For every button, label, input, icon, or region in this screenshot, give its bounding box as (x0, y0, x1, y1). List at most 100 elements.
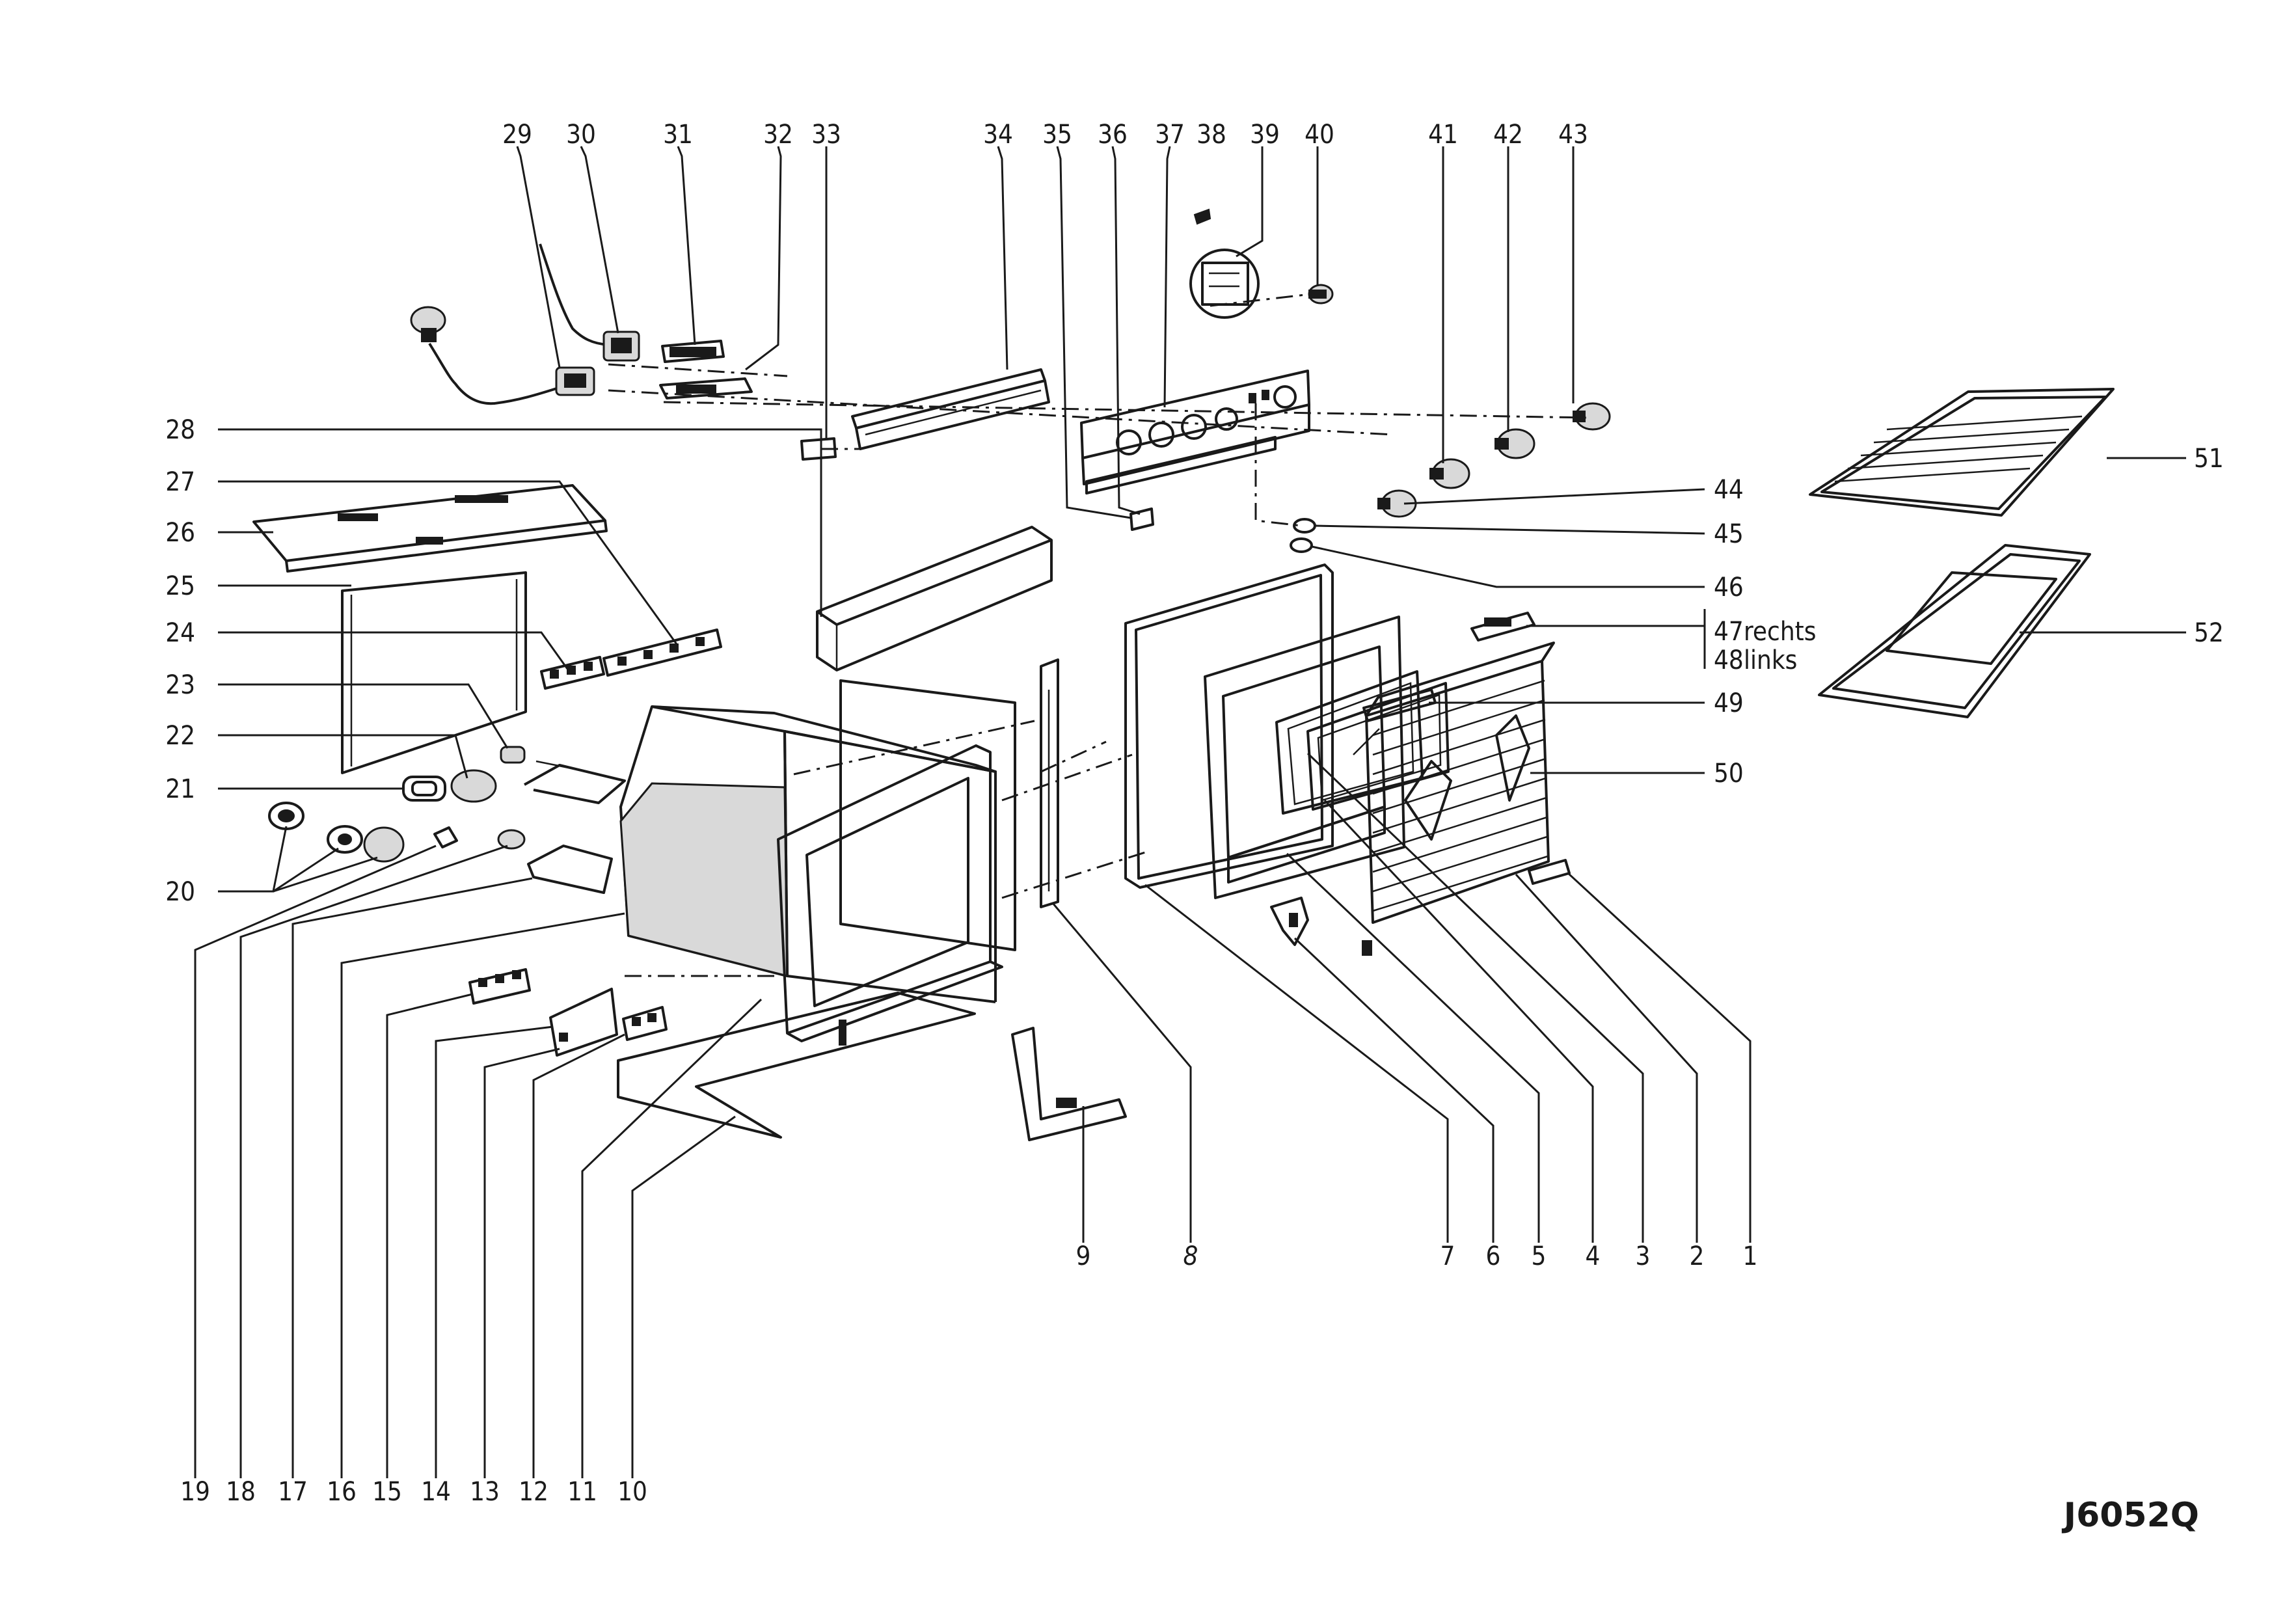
top-plate-26-drawing (252, 484, 608, 573)
label-part-5: 5 (1532, 1241, 1547, 1271)
part-number-labels: 29 30 31 32 33 34 35 36 37 38 39 40 41 4… (165, 120, 2224, 1507)
label-part-13: 13 (470, 1477, 500, 1507)
label-part-47: 47 (1714, 617, 1744, 647)
label-part-39: 39 (1250, 120, 1280, 150)
clip-19-drawing (433, 826, 458, 848)
lamp-cover-22-drawing (450, 769, 497, 803)
label-variant-rechts: rechts (1744, 617, 1817, 647)
label-part-46: 46 (1714, 573, 1744, 602)
label-part-38: 38 (1197, 120, 1226, 150)
bottom-plate-10-drawing (617, 992, 976, 1139)
label-part-37: 37 (1155, 120, 1185, 150)
label-part-27: 27 (165, 467, 195, 497)
label-part-6: 6 (1486, 1241, 1501, 1271)
knob-42-drawing (1494, 428, 1535, 459)
cable-clamp-30-drawing (602, 331, 640, 362)
label-part-4: 4 (1586, 1241, 1601, 1271)
oven-front-frame-drawing (777, 744, 1003, 1042)
label-part-33: 33 (811, 120, 841, 150)
label-part-15: 15 (372, 1477, 402, 1507)
hinge-bracket-47-48-drawing (1470, 612, 1535, 642)
timer-39-drawing (1189, 249, 1260, 319)
label-part-3: 3 (1636, 1241, 1651, 1271)
side-rail-8-drawing (1040, 658, 1059, 908)
cover-28-drawing (816, 526, 1053, 671)
lamp-46-drawing (1290, 537, 1313, 553)
label-part-9: 9 (1076, 1241, 1091, 1271)
part-drawings (252, 208, 2115, 1141)
label-part-25: 25 (165, 571, 195, 601)
label-part-10: 10 (617, 1477, 647, 1507)
lamp-holder-21-drawing (402, 776, 446, 802)
label-part-8: 8 (1183, 1241, 1198, 1271)
terminal-strip-27-drawing (602, 629, 722, 677)
foot-1-drawing (1528, 859, 1571, 885)
label-part-36: 36 (1098, 120, 1128, 150)
control-panel-37-drawing (1080, 370, 1310, 494)
label-part-23: 23 (165, 670, 195, 700)
label-part-45: 45 (1714, 519, 1744, 549)
door-gasket-7-drawing (1124, 563, 1334, 889)
baking-tray-51-drawing (1809, 388, 2115, 517)
hinge-clip-drawing (1270, 897, 1309, 946)
label-part-44: 44 (1714, 475, 1744, 505)
label-part-12: 12 (519, 1477, 548, 1507)
leader-lines (194, 146, 2186, 1478)
plate-36-drawing (1129, 508, 1154, 531)
label-part-42: 42 (1493, 120, 1523, 150)
label-part-50: 50 (1714, 759, 1744, 789)
label-part-17: 17 (278, 1477, 308, 1507)
oven-cavity-drawing (619, 705, 997, 1003)
nut-18-drawing (497, 829, 526, 850)
label-part-21: 21 (165, 774, 195, 804)
label-part-11: 11 (567, 1477, 597, 1507)
heating-elements-drawing (524, 760, 626, 894)
label-part-14: 14 (421, 1477, 451, 1507)
label-part-24: 24 (165, 618, 195, 648)
label-part-26: 26 (165, 518, 195, 548)
strip-34-drawing (851, 368, 1050, 450)
terminal-strip-24-drawing (540, 656, 605, 690)
knob-40-drawing (1308, 284, 1334, 304)
label-part-34: 34 (983, 120, 1013, 150)
clip-33-drawing (800, 437, 837, 461)
terminal-block-29-drawing (555, 366, 595, 396)
back-panel-drawing (839, 679, 1016, 951)
terminal-15-drawing (468, 968, 531, 1005)
label-part-35: 35 (1042, 120, 1072, 150)
lamp-group-20-drawing (268, 802, 405, 863)
knob-41-drawing (1429, 458, 1470, 489)
label-part-16: 16 (327, 1477, 357, 1507)
rail-32-drawing (659, 377, 753, 399)
power-cable-drawing (410, 243, 609, 405)
inner-door-6-drawing (1204, 616, 1405, 899)
label-variant-links: links (1744, 645, 1797, 675)
label-part-52: 52 (2194, 618, 2224, 648)
label-part-29: 29 (502, 120, 532, 150)
label-part-41: 41 (1428, 120, 1458, 150)
label-part-49: 49 (1714, 688, 1744, 718)
corner-bracket-9-drawing (1011, 1027, 1127, 1141)
drawing-code: J6052Q (2062, 1496, 2199, 1535)
clip-38-drawing (1193, 208, 1211, 225)
terminal-12-drawing (622, 1006, 668, 1041)
label-part-40: 40 (1305, 120, 1334, 150)
label-part-30: 30 (566, 120, 596, 150)
relay-13-drawing (549, 988, 618, 1057)
label-part-31: 31 (663, 120, 693, 150)
label-part-32: 32 (763, 120, 793, 150)
label-part-28: 28 (165, 415, 195, 445)
label-part-48: 48 (1714, 645, 1744, 675)
label-part-22: 22 (165, 721, 195, 751)
label-part-19: 19 (180, 1477, 210, 1507)
side-panel-25-drawing (341, 571, 527, 774)
roasting-pan-52-drawing (1818, 544, 2091, 718)
bracket-31-drawing (661, 340, 725, 363)
assembly-lines (608, 293, 1588, 977)
label-part-20: 20 (165, 877, 195, 907)
knob-43-drawing (1573, 402, 1611, 431)
label-part-18: 18 (226, 1477, 256, 1507)
fuse-23-drawing (500, 746, 526, 764)
